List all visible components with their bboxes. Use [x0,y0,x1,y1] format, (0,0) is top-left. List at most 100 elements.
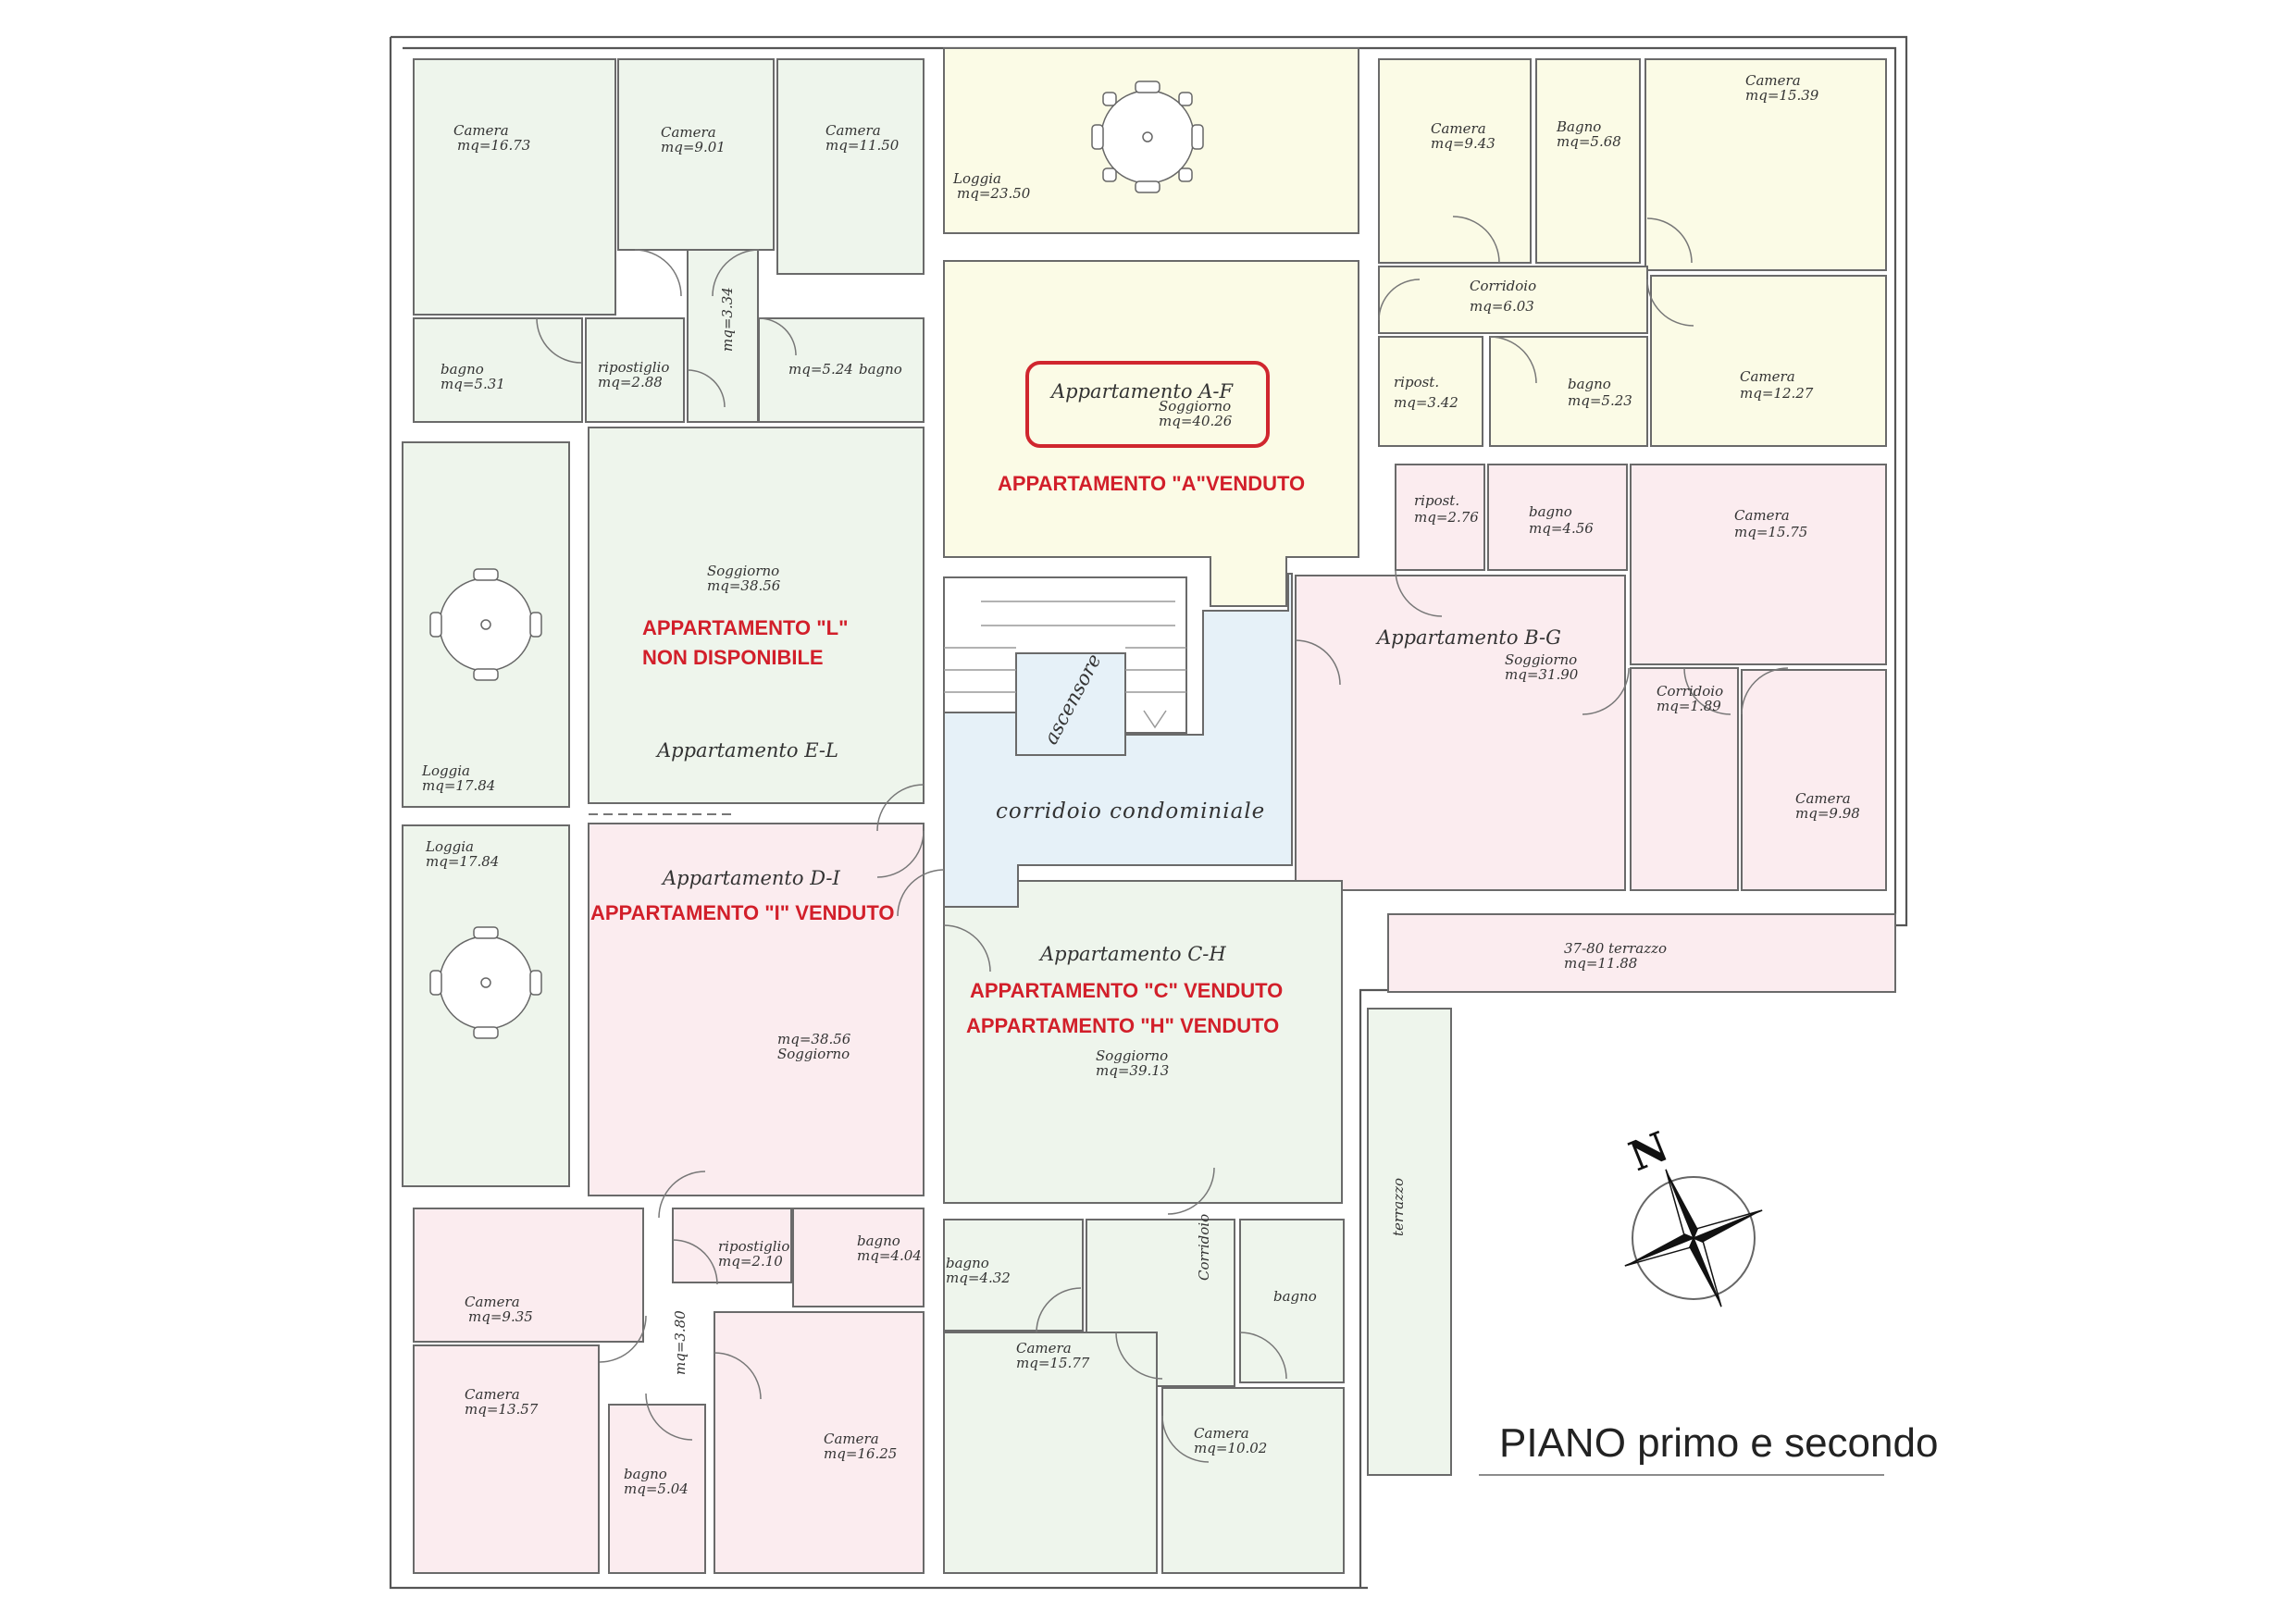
room-name: Loggia [952,170,1001,187]
staircase [944,601,1186,729]
room-area: mq=9.98 [1795,805,1860,822]
room-name: ripostiglio [598,359,669,376]
status-af: APPARTAMENTO "A"VENDUTO [998,472,1305,495]
apartment-af-highlight [1025,361,1270,448]
room-name: Soggiorno [1096,1047,1168,1064]
room-area: mq=9.43 [1431,135,1496,152]
apartment-bg-name: Appartamento B-G [1375,626,1561,649]
status-h: APPARTAMENTO "H" VENDUTO [966,1014,1279,1037]
room-area: mq=2.76 [1414,509,1479,526]
room-area: mq=38.56 [777,1031,851,1047]
status-el-line1: APPARTAMENTO "L" [642,616,849,639]
room-area: mq=39.13 [1096,1062,1169,1079]
room-area: mq=5.24 [788,361,853,378]
room-name: Camera [1734,507,1790,524]
room-area: mq=2.10 [718,1253,783,1270]
room-name: bagno [1273,1288,1317,1305]
room-area: mq=15.39 [1745,87,1819,104]
room-area: mq=10.02 [1194,1440,1267,1456]
room-area: mq=16.73 [457,137,530,154]
status-labels: APPARTAMENTO "A"VENDUTO APPARTAMENTO "L"… [590,472,1305,1037]
room-name: Camera [1016,1340,1072,1357]
room-area: mq=15.75 [1734,524,1807,540]
room-name: Loggia [425,838,474,855]
room-name: ripostiglio [718,1238,789,1255]
apartment-el-name: Appartamento E-L [655,739,838,762]
apartment-bg-area [1295,464,1896,993]
apartment-di-area [413,823,925,1574]
room-area: mq=3.34 [719,287,736,352]
room-name: bagno [857,1233,900,1249]
room-area: mq=3.42 [1394,394,1458,411]
room-area: mq=5.68 [1557,133,1621,150]
room-area: mq=5.23 [1568,392,1632,409]
room-area: mq=6.03 [1470,298,1534,315]
room-name: Bagno [1556,118,1601,135]
room-area: mq=4.04 [857,1247,922,1264]
room-name: bagno [624,1466,667,1482]
room-name: Soggiorno [1159,398,1231,415]
room-area: mq=2.88 [598,374,663,390]
room-name: Camera [824,1431,879,1447]
status-di: APPARTAMENTO "I" VENDUTO [590,901,894,924]
room-area: mq=16.25 [824,1445,897,1462]
corridor-label: corridoio condominiale [996,799,1265,824]
room-name: bagno [1568,376,1611,392]
plan-title: PIANO primo e secondo [1499,1420,1938,1466]
common-area [943,573,1293,908]
room-area: mq=5.04 [624,1481,689,1497]
door-swings [536,216,1789,1463]
room-area: mq=3.80 [672,1310,689,1375]
room-area: mq=4.32 [946,1270,1011,1286]
room-name: Camera [1745,72,1801,89]
loggia-table-top [1091,81,1204,193]
room-area: mq=11.50 [825,137,900,154]
apartment-ch-area [943,880,1452,1574]
loggia-table-bottom [429,926,542,1039]
compass-rose-icon: N [1623,1123,1763,1307]
room-name: bagno [946,1255,989,1271]
room-area: mq=40.26 [1159,413,1233,429]
room-name: Corridoio [1657,683,1723,700]
room-name: Camera [825,122,881,139]
room-name: Camera [465,1386,520,1403]
room-name: Soggiorno [707,563,779,579]
room-area: mq=15.77 [1016,1355,1090,1371]
room-area: mq=1.89 [1657,698,1721,714]
room-area: mq=17.84 [426,853,499,870]
room-name: bagno [441,361,484,378]
room-area: mq=23.50 [957,185,1031,202]
status-el-line2: NON DISPONIBILE [642,646,824,669]
room-name: Loggia [421,762,470,779]
room-name: ripost. [1394,374,1439,390]
room-name: 37-80 terrazzo [1564,940,1667,957]
room-name: Soggiorno [777,1046,850,1062]
room-name: Corridoio [1470,278,1536,294]
room-area: mq=9.01 [661,139,726,155]
room-name: bagno [1529,503,1572,520]
room-name: Camera [1431,120,1486,137]
room-name: ripost. [1414,492,1459,509]
room-area: mq=13.57 [465,1401,539,1418]
apartment-el-area [402,58,925,1187]
room-name: bagno [859,361,902,378]
room-area: mq=38.56 [707,577,781,594]
room-area: mq=4.56 [1529,520,1594,537]
room-name: Camera [453,122,509,139]
room-area: mq=5.31 [441,376,505,392]
room-name: Corridoio [1196,1214,1212,1281]
room-area: mq=11.88 [1564,955,1637,972]
room-name: Camera [1740,368,1795,385]
room-area: mq=9.35 [468,1308,533,1325]
room-name: Camera [661,124,716,141]
apartment-di-name: Appartamento D-I [661,867,841,889]
apartment-af-area [943,47,1887,607]
room-name: Camera [1795,790,1851,807]
room-name: Camera [465,1294,520,1310]
status-c: APPARTAMENTO "C" VENDUTO [970,979,1283,1002]
room-area: mq=12.27 [1740,385,1814,402]
terrace-side-label: terrazzo [1390,1178,1407,1236]
apartment-af-name: Appartamento A-F [1049,380,1234,403]
room-area: mq=31.90 [1505,666,1579,683]
